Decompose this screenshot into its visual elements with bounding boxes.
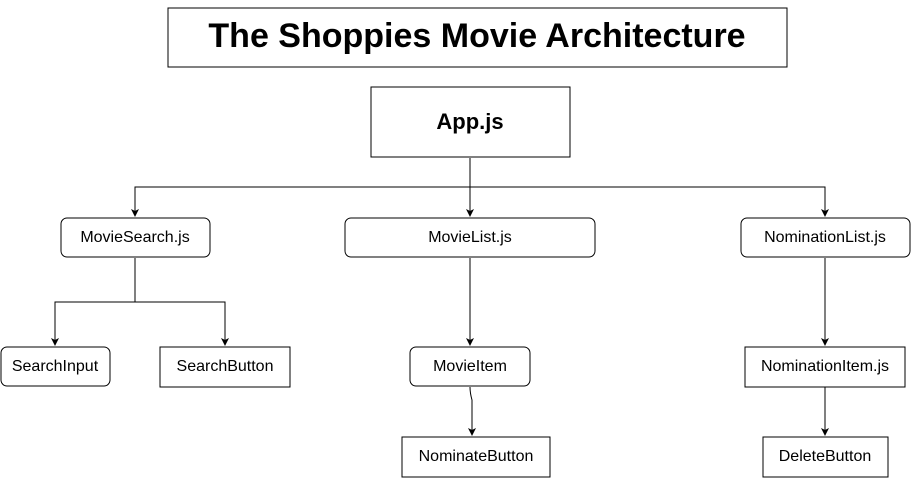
edge-moviesearch-to-searchbutton bbox=[135, 301, 229, 346]
node-movie-list: MovieList.js bbox=[344, 217, 596, 258]
node-movie-list-label: MovieList.js bbox=[428, 229, 512, 246]
diagram-title: The Shoppies Movie Architecture bbox=[208, 17, 745, 55]
node-search-button-label: SearchButton bbox=[177, 358, 274, 375]
edge-app-to-moviesearch bbox=[131, 186, 470, 217]
node-movie-search-label: MovieSearch.js bbox=[80, 229, 189, 246]
edge-app-to-nominationlist bbox=[470, 186, 829, 217]
edge-movieitem-to-nominatebutton bbox=[468, 386, 476, 436]
diagram-title-box: The Shoppies Movie Architecture bbox=[167, 7, 788, 68]
node-app: App.js bbox=[370, 86, 571, 158]
node-delete-button: DeleteButton bbox=[762, 436, 889, 478]
edges bbox=[51, 158, 829, 436]
node-delete-button-label: DeleteButton bbox=[779, 448, 872, 465]
node-movie-item-label: MovieItem bbox=[433, 358, 507, 375]
node-nomination-item: NominationItem.js bbox=[744, 346, 906, 388]
node-app-label: App.js bbox=[436, 109, 503, 134]
node-nomination-item-label: NominationItem.js bbox=[761, 358, 889, 375]
node-search-input-label: SearchInput bbox=[12, 358, 99, 375]
node-nominate-button-label: NominateButton bbox=[419, 448, 534, 465]
node-nominate-button: NominateButton bbox=[401, 436, 551, 478]
node-nomination-list: NominationList.js bbox=[740, 217, 911, 258]
edge-moviesearch-to-searchinput bbox=[51, 258, 136, 346]
node-movie-search: MovieSearch.js bbox=[60, 217, 211, 258]
node-nomination-list-label: NominationList.js bbox=[764, 229, 886, 246]
node-search-input: SearchInput bbox=[0, 346, 111, 387]
node-movie-item: MovieItem bbox=[409, 346, 531, 387]
node-search-button: SearchButton bbox=[159, 346, 291, 388]
